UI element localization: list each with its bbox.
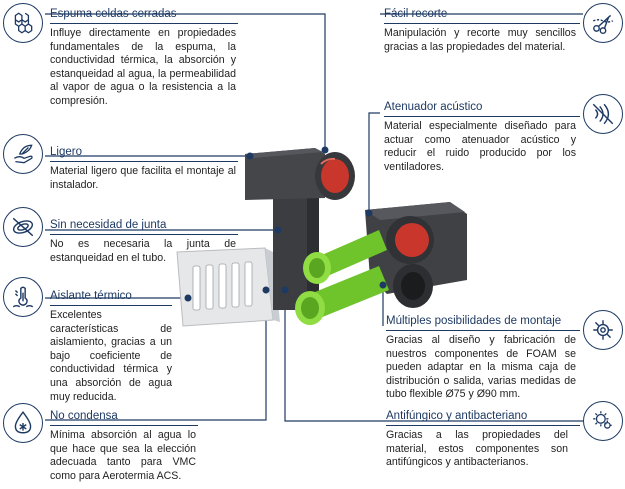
dot-antifungico xyxy=(281,286,289,294)
feature-title: Sin necesidad de junta xyxy=(50,219,167,231)
feature-title: Antifúngico y antibacteriano xyxy=(386,410,528,422)
scissors-icon xyxy=(583,3,623,43)
connector-ring-icon xyxy=(583,310,623,350)
feature-description: Mínima absorción al agua lo que hace que… xyxy=(50,429,196,482)
title-rule xyxy=(50,305,172,306)
title-rule xyxy=(384,23,580,24)
feature-title: Atenuador acústico xyxy=(384,101,483,113)
feature-title: Ligero xyxy=(50,146,82,158)
feature-description: Material ligero que facilita el montaje … xyxy=(50,165,236,191)
feature-title: Múltiples posibilidades de montaje xyxy=(386,315,562,327)
hexagon-cells-icon xyxy=(3,3,43,43)
feature-description: Gracias a las propiedades del material, … xyxy=(386,429,568,469)
sound-waves-icon xyxy=(583,94,623,134)
dot-condensa xyxy=(262,286,270,294)
connector-antifungico xyxy=(284,290,583,422)
feature-description: No es necesaria la junta de estanqueidad… xyxy=(50,238,236,264)
gasket-ring-icon xyxy=(3,207,43,247)
thermometer-icon xyxy=(3,277,43,317)
connector-condensa xyxy=(45,290,267,421)
title-rule xyxy=(50,425,198,426)
dot-espuma xyxy=(321,146,329,154)
feature-title: Aislante térmico xyxy=(50,290,132,302)
dot-montaje xyxy=(379,281,387,289)
title-rule xyxy=(386,330,580,331)
vertical-duct xyxy=(245,148,355,310)
feature-description: Manipulación y recorte muy sencillos gra… xyxy=(384,27,576,53)
dot-termico xyxy=(184,294,192,302)
bacteria-icon xyxy=(583,401,623,441)
distribution-box xyxy=(365,202,467,308)
feature-title: Fácil recorte xyxy=(384,8,448,20)
dot-junta xyxy=(274,226,282,234)
feature-description: Material especialmente diseñado para act… xyxy=(384,120,576,173)
green-tubes xyxy=(295,230,389,325)
connector-espuma xyxy=(45,13,326,150)
water-drop-snowflake-icon xyxy=(3,403,43,443)
title-rule xyxy=(386,425,580,426)
feature-title: No condensa xyxy=(50,410,118,422)
dot-acustico xyxy=(365,209,373,217)
feature-description: Gracias al diseño y fabricación de nuest… xyxy=(386,334,576,401)
feature-description: Influye directamente en propiedades fund… xyxy=(50,27,236,107)
title-rule xyxy=(50,23,238,24)
foam-plenum-illustration xyxy=(176,148,467,327)
title-rule xyxy=(50,234,238,235)
title-rule xyxy=(384,116,580,117)
feature-title: Espuma celdas cerradas xyxy=(50,8,177,20)
dot-ligero xyxy=(246,152,254,160)
feature-description: Excelentes características de aislamient… xyxy=(50,309,172,403)
feather-hand-icon xyxy=(3,134,43,174)
connector-acustico xyxy=(368,112,380,213)
title-rule xyxy=(50,161,238,162)
